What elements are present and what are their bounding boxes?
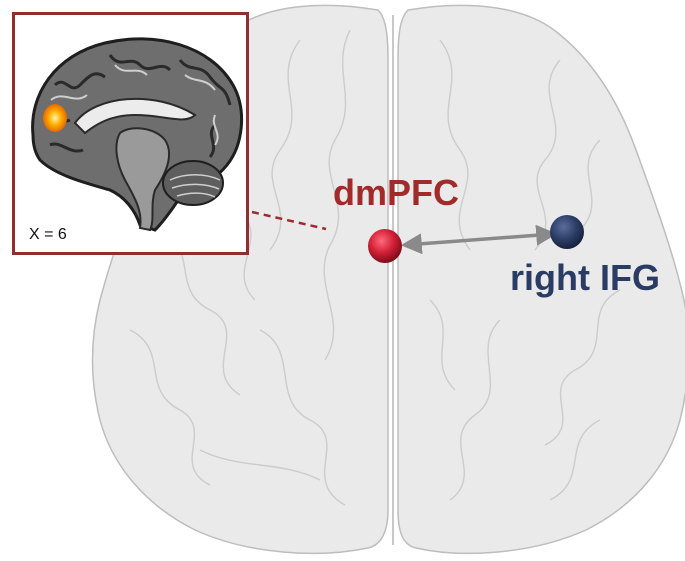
dmpfc-node — [368, 229, 402, 263]
sagittal-slice-image — [15, 15, 246, 252]
slice-coordinate-label: X = 6 — [29, 226, 67, 244]
activation-blob — [43, 104, 67, 132]
right-ifg-node — [550, 215, 584, 249]
dmpfc-label: dmPFC — [333, 172, 459, 214]
right-ifg-label: right IFG — [510, 257, 660, 299]
sagittal-inset: X = 6 — [12, 12, 249, 255]
